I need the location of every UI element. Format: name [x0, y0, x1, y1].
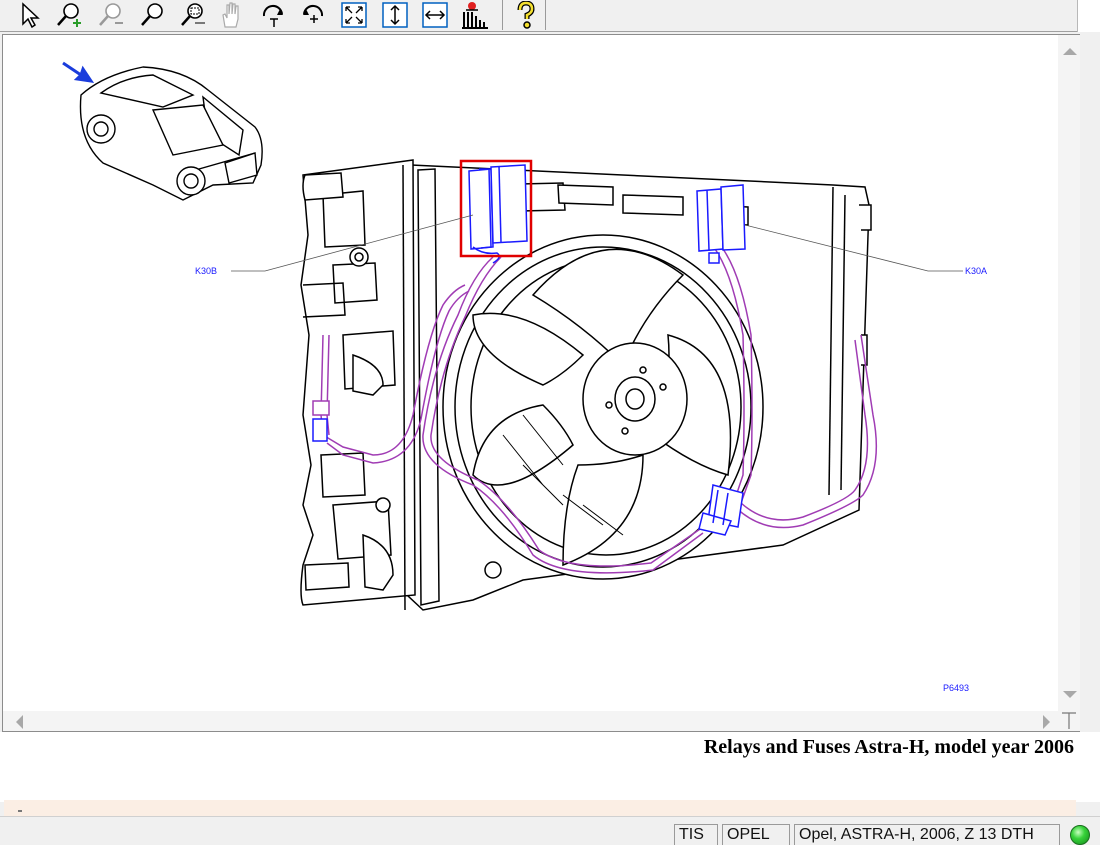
zoom-window-tool-button[interactable] — [178, 0, 208, 30]
relay-k30b — [468, 164, 528, 264]
fit-height-icon — [382, 2, 408, 28]
horizontal-scrollbar[interactable] — [3, 711, 1058, 731]
magnifier-icon — [141, 3, 163, 26]
scroll-left-icon[interactable] — [11, 713, 29, 731]
fan-connector — [698, 484, 744, 536]
cooling-fan-relay-drawing — [62, 61, 963, 611]
hand-icon — [222, 2, 239, 28]
label-k30a: K30A — [965, 266, 988, 276]
help-question-icon — [517, 1, 535, 29]
pan-tool-button[interactable] — [216, 0, 246, 30]
fit-width-tool-button[interactable] — [420, 0, 450, 30]
zoom-in-icon — [57, 3, 81, 27]
rotate-left-tool-button[interactable] — [258, 0, 288, 30]
location-arrow-icon — [62, 61, 95, 83]
scroll-corner — [1058, 711, 1080, 731]
status-make: OPEL — [722, 824, 790, 845]
status-vehicle: Opel, ASTRA-H, 2006, Z 13 DTH — [794, 824, 1060, 845]
scroll-right-icon[interactable] — [1037, 713, 1055, 731]
rotate-right-tool-button[interactable] — [298, 0, 328, 30]
resize-grip-icon — [1062, 712, 1076, 729]
info-bar-marker — [18, 810, 22, 812]
cooling-fan — [442, 234, 764, 580]
document-title: Relays and Fuses Astra-H, model year 200… — [703, 736, 1074, 758]
help-tool-button[interactable] — [511, 0, 541, 30]
scroll-up-icon[interactable] — [1061, 43, 1079, 61]
toolbar-separator — [502, 0, 503, 30]
hotspot-tool-button[interactable] — [460, 0, 490, 30]
status-led-icon — [1070, 825, 1090, 845]
fit-page-tool-button[interactable] — [339, 0, 369, 30]
fit-width-icon — [422, 2, 448, 28]
toolbar-edge — [1077, 0, 1100, 32]
info-bar — [4, 800, 1076, 816]
leader-lines — [231, 214, 963, 272]
car-icon — [79, 66, 263, 201]
zoom-out-icon — [99, 3, 123, 26]
zoom-out-tool-button[interactable] — [96, 0, 126, 30]
status-app: TIS — [674, 824, 718, 845]
arrow-cursor-icon — [22, 2, 40, 28]
label-k30b: K30B — [195, 266, 218, 276]
figure-id: P6493 — [943, 683, 970, 693]
relay-highlight-frame — [459, 159, 533, 258]
rotate-right-icon — [303, 5, 324, 23]
toolbar-separator — [545, 0, 546, 30]
select-tool-button[interactable] — [15, 0, 45, 30]
zoom-tool-button[interactable] — [138, 0, 168, 30]
zoom-window-icon — [181, 3, 205, 26]
document-title-area: Relays and Fuses Astra-H, model year 200… — [0, 732, 1100, 802]
relay-k30a — [696, 184, 746, 264]
status-bar: TIS OPEL Opel, ASTRA-H, 2006, Z 13 DTH — [0, 816, 1100, 845]
fit-page-icon — [341, 2, 367, 28]
drawing-viewport[interactable]: K30B K30A P6493 — [2, 34, 1080, 732]
toolbar — [0, 0, 1100, 32]
hotspot-icon — [462, 2, 488, 29]
zoom-in-tool-button[interactable] — [54, 0, 84, 30]
rotate-left-icon — [262, 5, 283, 27]
fit-height-tool-button[interactable] — [380, 0, 410, 30]
vertical-scrollbar[interactable] — [1058, 35, 1080, 711]
scroll-down-icon[interactable] — [1061, 685, 1079, 703]
wiring-harness — [312, 248, 878, 574]
